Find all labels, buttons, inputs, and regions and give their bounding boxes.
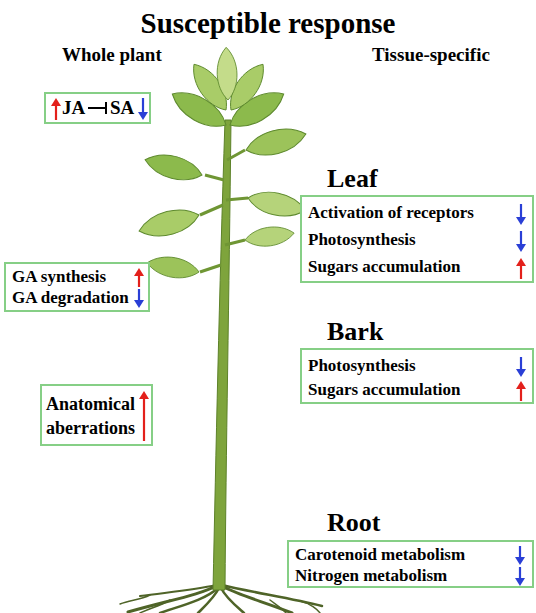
response-text: Anatomical aberrations	[46, 392, 138, 440]
stem	[213, 120, 231, 590]
response-text: JA	[62, 97, 85, 120]
section-label: Whole plant	[62, 44, 162, 67]
tissue-heading: Leaf	[327, 163, 378, 194]
response-text: Sugars accumulation	[308, 380, 461, 400]
decrease-arrow	[138, 98, 148, 120]
process-box: JA SA	[44, 92, 151, 124]
response-text: SA	[110, 97, 134, 120]
decrease-arrow	[134, 289, 144, 308]
process-box: RootCarotenoid metabolismNitrogen metabo…	[287, 540, 534, 588]
tissue-heading: Root	[327, 507, 380, 538]
decrease-arrow	[515, 567, 525, 586]
process-box: Anatomical aberrations	[40, 384, 153, 446]
section-label: Tissue-specific	[372, 44, 490, 67]
inhibition-symbol	[88, 102, 107, 114]
process-box: LeafActivation of receptorsPhotosynthesi…	[300, 195, 534, 283]
decrease-arrow	[516, 357, 526, 377]
increase-arrow	[134, 268, 144, 287]
process-box: BarkPhotosynthesisSugars accumulation	[300, 348, 534, 404]
increase-arrow	[51, 98, 61, 120]
decrease-arrow	[516, 231, 526, 252]
decrease-arrow	[516, 204, 526, 225]
response-text: GA synthesis	[12, 267, 106, 287]
increase-arrow	[516, 258, 526, 279]
increase-arrow	[516, 381, 526, 401]
increase-arrow	[139, 391, 149, 441]
response-text: GA degradation	[12, 288, 129, 308]
diagram-title: Susceptible response	[0, 6, 536, 41]
response-text: Nitrogen metabolism	[295, 566, 447, 586]
leaves	[136, 47, 309, 282]
response-text: Carotenoid metabolism	[295, 545, 465, 565]
process-box: GA synthesisGA degradation	[4, 262, 150, 312]
decrease-arrow	[515, 546, 525, 565]
response-text: Photosynthesis	[308, 230, 416, 250]
response-text: Photosynthesis	[308, 356, 416, 376]
response-text: Activation of receptors	[308, 203, 474, 223]
response-text: Sugars accumulation	[308, 257, 461, 277]
tissue-heading: Bark	[327, 316, 383, 347]
